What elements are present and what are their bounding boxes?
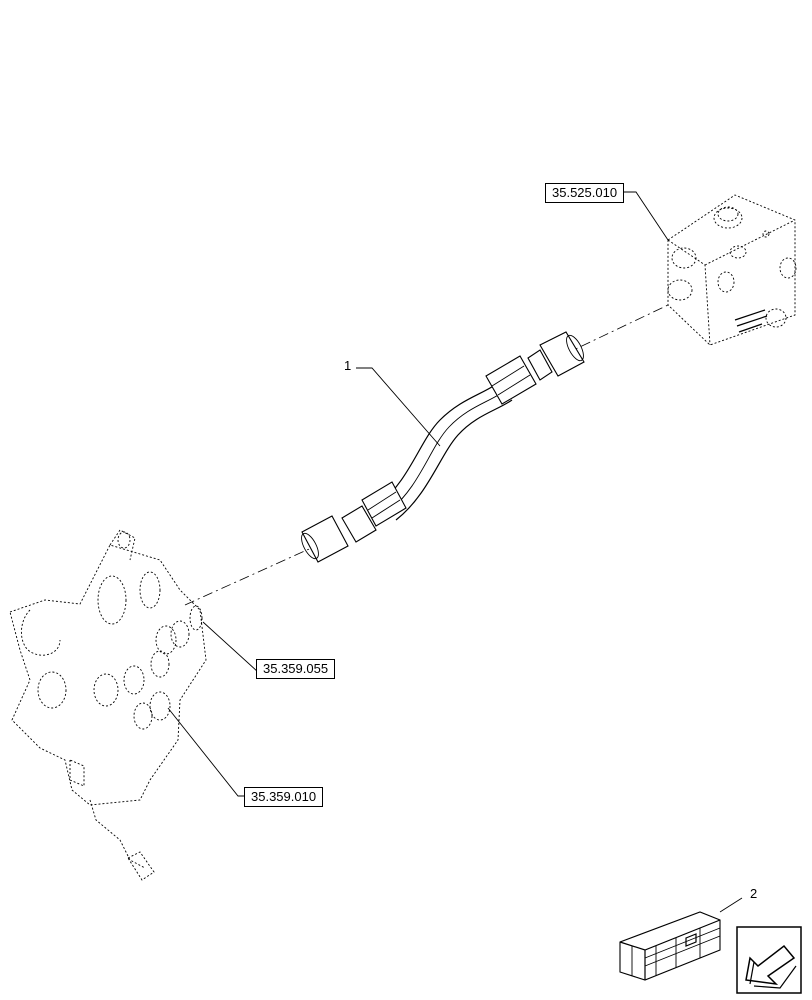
alignment-line-upper [562, 304, 669, 356]
navigation-button[interactable] [736, 926, 802, 994]
valve-block[interactable] [667, 194, 797, 346]
hydraulic-hose[interactable] [298, 331, 587, 563]
valve-block-leader [624, 191, 669, 241]
alignment-line-lower [184, 544, 319, 606]
valve-block-ref-box[interactable]: 35.525.010 [545, 183, 625, 203]
kit-callout-leader [719, 897, 743, 913]
kit-callout-number: 2 [750, 886, 758, 901]
control-valve-leader [167, 707, 246, 797]
port-fitting-ref-box[interactable]: 35.359.055 [256, 659, 336, 679]
arrow-icon [736, 926, 802, 994]
hose-callout-leader [356, 367, 441, 447]
hose-callout-number: 1 [344, 358, 352, 373]
control-valve[interactable] [9, 529, 207, 881]
crate-icon[interactable] [619, 911, 721, 981]
control-valve-ref-box[interactable]: 35.359.010 [244, 787, 324, 807]
